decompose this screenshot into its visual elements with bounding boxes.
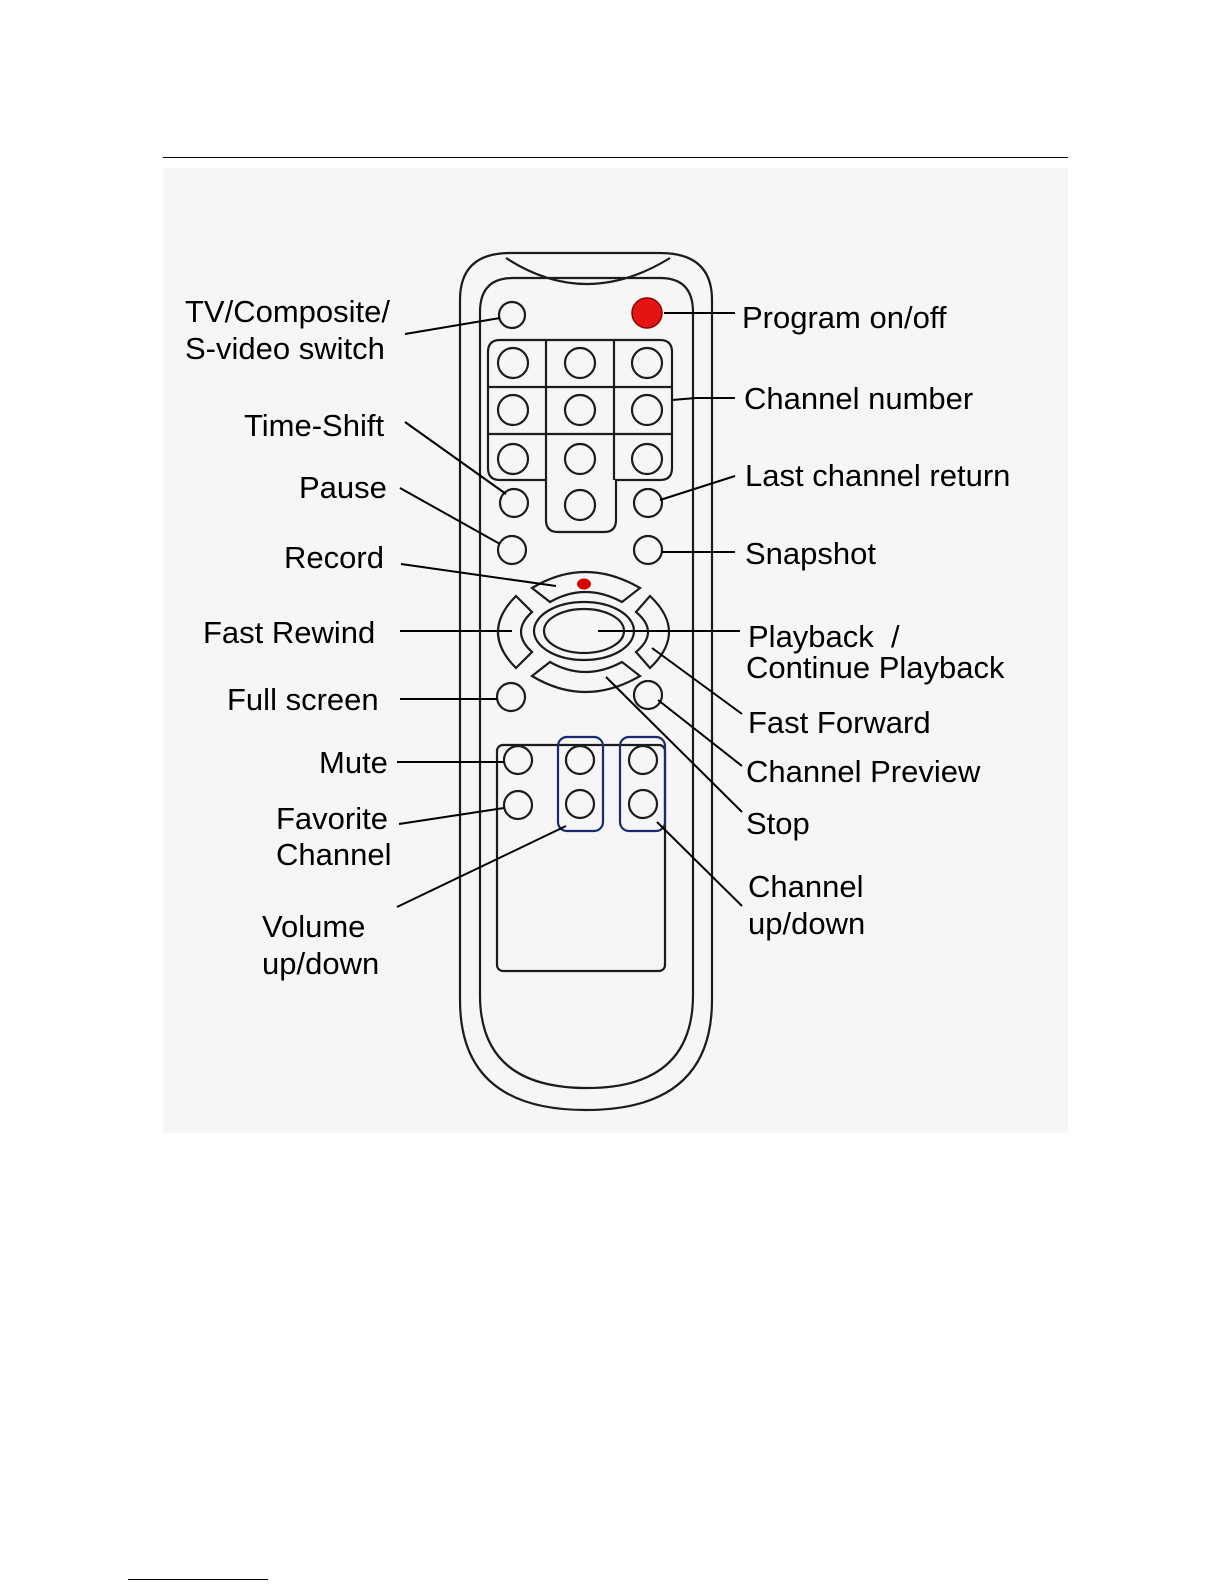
label-playback-line1: Playback / — [748, 619, 900, 654]
label-fast-forward: Fast Forward — [748, 705, 931, 740]
label-time-shift: Time-Shift — [244, 408, 384, 443]
label-channel-updown-line2: up/down — [748, 906, 865, 941]
remote-control-figure: TV/Composite/ S-video switch Program on/… — [163, 168, 1068, 1133]
label-program-onoff: Program on/off — [742, 300, 947, 335]
label-fast-rewind: Fast Rewind — [203, 615, 375, 650]
key-2 — [565, 348, 595, 378]
label-channel-updown-line1: Channel — [748, 869, 863, 904]
key-0 — [565, 490, 595, 520]
mute-button — [504, 746, 532, 774]
label-channel-number: Channel number — [744, 381, 973, 416]
key-4 — [498, 395, 528, 425]
stop-arc-button — [532, 662, 640, 692]
pause-button — [498, 536, 526, 564]
key-8 — [565, 444, 595, 474]
remote-control-diagram: TV/Composite/ S-video switch Program on/… — [163, 168, 1068, 1133]
channel-down-button — [629, 790, 657, 818]
remote-top-arc — [506, 258, 670, 284]
label-mute: Mute — [319, 745, 388, 780]
header-rule — [163, 157, 1068, 158]
label-playback-line2: Continue Playback — [746, 650, 1005, 685]
key-3 — [632, 348, 662, 378]
volume-up-button — [566, 746, 594, 774]
label-record: Record — [284, 540, 384, 575]
remote-body-outline — [460, 253, 712, 1110]
label-stop: Stop — [746, 806, 810, 841]
callout-labels: TV/Composite/ S-video switch Program on/… — [185, 294, 1010, 981]
volume-down-button — [566, 790, 594, 818]
label-volume-updown-line2: up/down — [262, 946, 379, 981]
snapshot-button — [634, 536, 662, 564]
label-snapshot: Snapshot — [745, 536, 876, 571]
label-favorite-channel-line2: Channel — [276, 837, 391, 872]
footnote-rule — [128, 1579, 268, 1580]
label-tv-switch-line1: TV/Composite/ — [185, 294, 390, 329]
last-channel-button — [634, 489, 662, 517]
label-tv-switch-line2: S-video switch — [185, 331, 385, 366]
key-5 — [565, 395, 595, 425]
label-last-channel-return: Last channel return — [745, 458, 1010, 493]
label-channel-preview: Channel Preview — [746, 754, 981, 789]
label-pause: Pause — [299, 470, 387, 505]
tv-switch-button — [499, 302, 525, 328]
label-favorite-channel-line1: Favorite — [276, 801, 388, 836]
key-9 — [632, 444, 662, 474]
key-7 — [498, 444, 528, 474]
channel-preview-button — [634, 681, 662, 709]
key-6 — [632, 395, 662, 425]
label-volume-updown-line1: Volume — [262, 909, 365, 944]
full-screen-button — [497, 683, 525, 711]
key-1 — [498, 348, 528, 378]
label-full-screen: Full screen — [227, 682, 379, 717]
program-onoff-power-button — [632, 298, 662, 328]
lower-panel — [497, 745, 665, 971]
channel-up-button — [629, 746, 657, 774]
favorite-channel-button — [504, 791, 532, 819]
record-dot — [577, 579, 591, 590]
